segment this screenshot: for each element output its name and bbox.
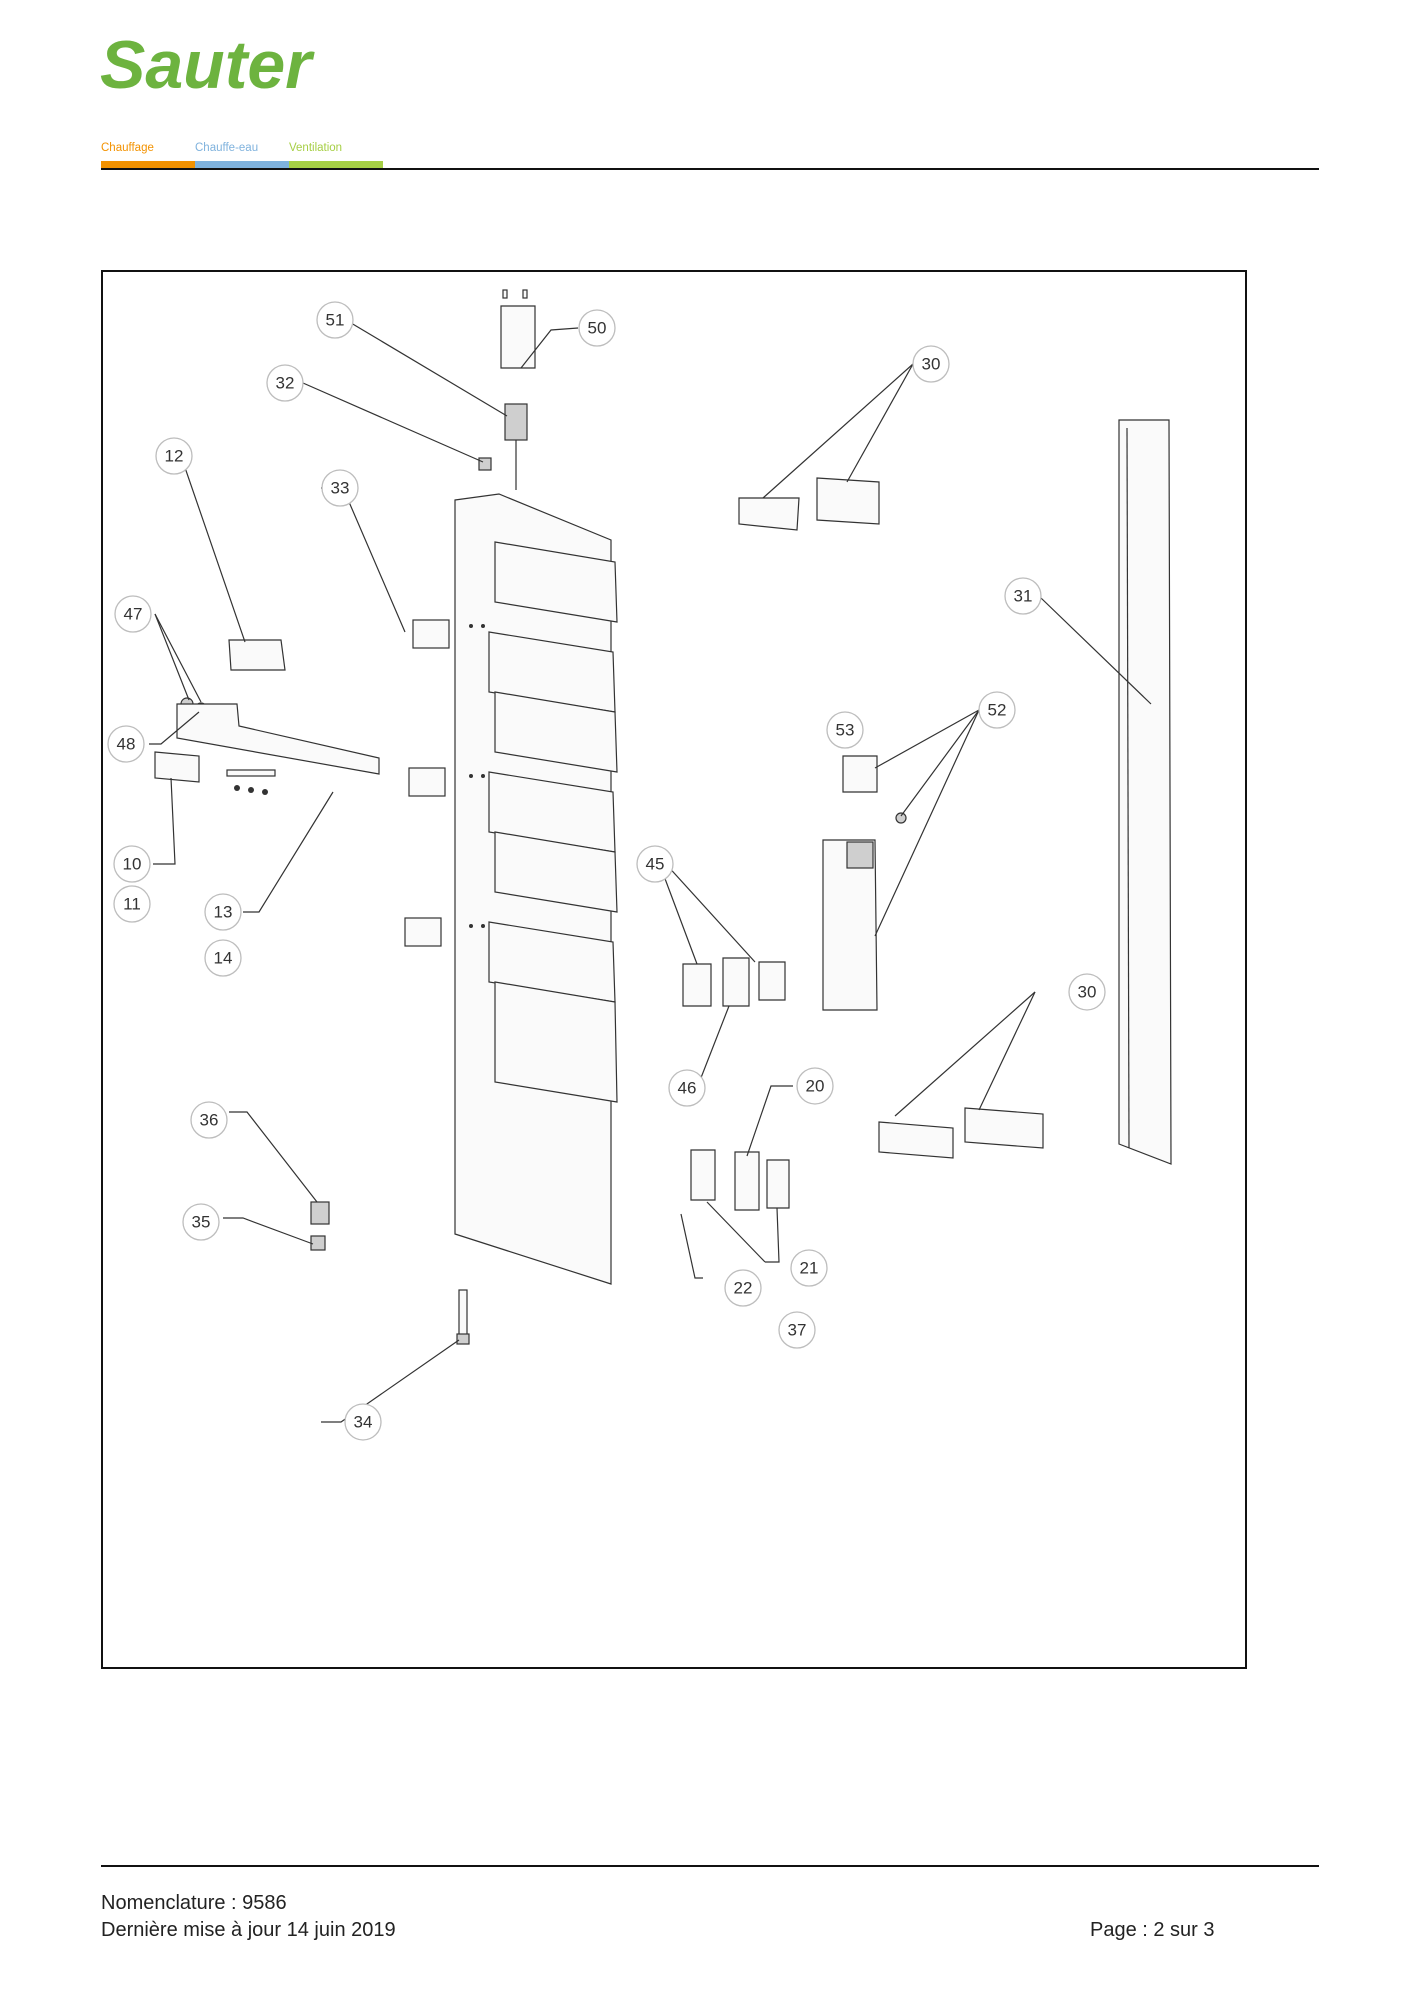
bracket-part-12 xyxy=(228,639,286,671)
svg-text:48: 48 xyxy=(117,735,136,754)
last-update-label: Dernière mise à jour 14 juin 2019 xyxy=(101,1919,396,1941)
svg-text:31: 31 xyxy=(1014,587,1033,606)
sauter-logo: Sauter xyxy=(100,28,315,98)
svg-text:36: 36 xyxy=(200,1111,219,1130)
svg-text:30: 30 xyxy=(922,355,941,374)
category-label: Chauffe-eau xyxy=(195,142,259,154)
callout-30-bottom: 30 xyxy=(1068,973,1106,1011)
display-part-10 xyxy=(154,751,200,783)
category-bar xyxy=(289,161,383,168)
callout-22: 22 xyxy=(724,1269,762,1307)
svg-text:30: 30 xyxy=(1078,983,1097,1002)
category-bar xyxy=(195,161,289,168)
callout-51: 51 xyxy=(316,301,354,339)
svg-text:45: 45 xyxy=(646,855,665,874)
category-label: Chauffage xyxy=(101,142,154,154)
callout-31: 31 xyxy=(1004,577,1042,615)
footer-divider xyxy=(101,1865,1319,1867)
svg-text:20: 20 xyxy=(806,1077,825,1096)
exploded-view-frame: 51 50 32 30 12 33 31 47 48 52 53 10 11 1… xyxy=(101,270,1247,1669)
plate-part xyxy=(404,917,442,947)
callout-10: 10 xyxy=(113,845,151,883)
callout-48: 48 xyxy=(107,725,145,763)
plate-part xyxy=(408,767,446,797)
svg-text:51: 51 xyxy=(326,311,345,330)
wall-bracket-top xyxy=(738,477,880,531)
clip-part-36 xyxy=(310,1201,330,1225)
svg-text:10: 10 xyxy=(123,855,142,874)
svg-text:12: 12 xyxy=(165,447,184,466)
svg-text:14: 14 xyxy=(214,949,233,968)
svg-text:50: 50 xyxy=(588,319,607,338)
cap-part-32 xyxy=(478,457,492,471)
callout-13: 13 xyxy=(204,893,242,931)
svg-text:Sauter: Sauter xyxy=(100,28,315,98)
callout-36: 36 xyxy=(190,1101,228,1139)
svg-text:34: 34 xyxy=(354,1413,373,1432)
callout-32: 32 xyxy=(266,364,304,402)
top-heater-part xyxy=(504,403,528,490)
callout-45: 45 xyxy=(636,845,674,883)
svg-text:35: 35 xyxy=(192,1213,211,1232)
category-label: Ventilation xyxy=(289,142,343,154)
callout-12: 12 xyxy=(155,437,193,475)
category-chauffage: Chauffage xyxy=(101,140,195,168)
callout-34: 34 xyxy=(344,1403,382,1441)
svg-text:53: 53 xyxy=(836,721,855,740)
svg-text:33: 33 xyxy=(331,479,350,498)
wall-bracket-bottom xyxy=(878,1107,1044,1159)
svg-text:32: 32 xyxy=(276,374,295,393)
header-divider xyxy=(101,168,1319,170)
category-chauffe-eau: Chauffe-eau xyxy=(195,140,289,168)
callout-30-top: 30 xyxy=(912,345,950,383)
control-box-part-52 xyxy=(822,839,878,1011)
svg-text:22: 22 xyxy=(734,1279,753,1298)
electronic-board-20 xyxy=(690,1149,790,1211)
handle-part-13 xyxy=(176,703,380,775)
callout-14: 14 xyxy=(204,939,242,977)
switch-part-53 xyxy=(842,755,878,793)
svg-text:47: 47 xyxy=(124,605,143,624)
small-parts-13 xyxy=(226,769,276,795)
callout-53: 53 xyxy=(826,711,864,749)
callout-33: 33 xyxy=(321,469,359,507)
svg-text:37: 37 xyxy=(788,1321,807,1340)
callout-20: 20 xyxy=(796,1067,834,1105)
callout-21: 21 xyxy=(790,1249,828,1287)
svg-text:13: 13 xyxy=(214,903,233,922)
svg-text:46: 46 xyxy=(678,1079,697,1098)
callout-50: 50 xyxy=(578,309,616,347)
callout-37: 37 xyxy=(778,1311,816,1349)
category-strip: Chauffage Chauffe-eau Ventilation xyxy=(101,140,383,168)
nomenclature-label: Nomenclature : 9586 xyxy=(101,1892,287,1914)
category-ventilation: Ventilation xyxy=(289,140,383,168)
page-number: Page : 2 sur 3 xyxy=(1090,1919,1215,1941)
towel-radiator-body xyxy=(454,493,618,1285)
svg-text:21: 21 xyxy=(800,1259,819,1278)
callout-35: 35 xyxy=(182,1203,220,1241)
callout-47: 47 xyxy=(114,595,152,633)
clip-part-35 xyxy=(310,1235,326,1251)
svg-text:52: 52 xyxy=(988,701,1007,720)
category-bar xyxy=(101,161,195,168)
heating-element-34 xyxy=(456,1289,470,1345)
callout-11: 11 xyxy=(113,885,151,923)
exploded-view-diagram: 51 50 32 30 12 33 31 47 48 52 53 10 11 1… xyxy=(107,289,1172,1441)
callout-46: 46 xyxy=(668,1069,706,1107)
top-cover-part xyxy=(500,289,536,369)
callout-52: 52 xyxy=(978,691,1016,729)
housing-part-45 xyxy=(682,957,786,1007)
screw-part xyxy=(895,812,907,824)
svg-text:11: 11 xyxy=(123,895,141,914)
side-rail-part-31 xyxy=(1118,419,1172,1165)
leader-lines xyxy=(149,319,1152,1423)
plate-part-33 xyxy=(412,619,450,649)
